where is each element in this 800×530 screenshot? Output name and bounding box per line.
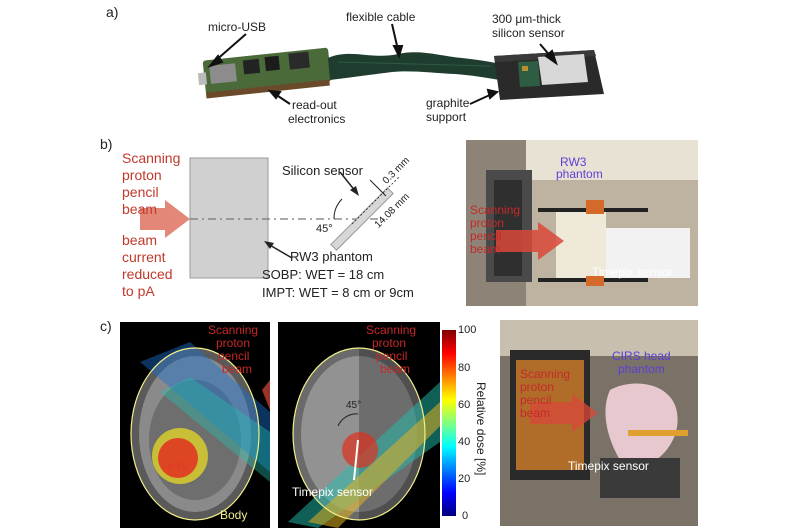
label-sensor-line2: silicon sensor bbox=[492, 26, 565, 40]
silicon-sensor-label: Silicon sensor bbox=[282, 163, 363, 178]
phantom-pointer-head bbox=[264, 241, 274, 249]
sensor-pointer-head bbox=[350, 186, 359, 196]
length-mark bbox=[351, 175, 401, 225]
current-label-line1: beam bbox=[122, 232, 158, 248]
colorbar-label: Relative dose [%] bbox=[474, 382, 488, 476]
photo-c-timepix-label: Timepix sensor bbox=[568, 459, 649, 473]
readout-board bbox=[197, 47, 332, 99]
impt-label: IMPT: WET = 8 cm or 9cm bbox=[262, 285, 414, 300]
body-label: Body bbox=[220, 508, 248, 522]
colorbar-tick-100: 100 bbox=[458, 324, 477, 336]
ct-left-beam-line2: proton bbox=[216, 336, 251, 350]
silicon-sensor bbox=[518, 54, 588, 87]
ct-left-beam-line3: pencil bbox=[218, 349, 250, 363]
label-flexible-cable: flexible cable bbox=[346, 10, 416, 24]
flexible-cable bbox=[328, 52, 500, 80]
ct-left-beam-line1: Scanning bbox=[208, 323, 259, 337]
phantom-pointer bbox=[267, 243, 293, 259]
label-sensor-line1: 300 μm-thick bbox=[492, 12, 561, 26]
photo-timepix-label: Timepix sensor bbox=[592, 265, 673, 279]
head-phantom-photo bbox=[500, 320, 698, 526]
beam-label-line3: pencil bbox=[122, 184, 159, 200]
ct-right-beam-line3: pencil bbox=[376, 349, 408, 363]
beam-label-line4: beam bbox=[122, 201, 158, 217]
ct-dose-right bbox=[278, 322, 440, 528]
photo-rw3-line1: RW3 bbox=[560, 155, 587, 169]
label-graphite-line2: support bbox=[426, 110, 467, 124]
beam-arrow bbox=[140, 200, 190, 238]
thickness-mark bbox=[369, 179, 387, 197]
phantom-label: RW3 phantom bbox=[290, 249, 373, 264]
photo-c-beam-line3: pencil bbox=[520, 393, 552, 407]
label-micro-usb: micro-USB bbox=[208, 20, 267, 34]
photo-rw3-line2: phantom bbox=[556, 167, 603, 181]
ct-right-angle-label: 45° bbox=[346, 400, 362, 411]
panel-c-letter: c) bbox=[100, 318, 112, 334]
colorbar-tick-40: 40 bbox=[458, 436, 471, 448]
ptv-label: PTV bbox=[168, 462, 190, 474]
angle-label: 45° bbox=[316, 223, 333, 235]
ct-right-beam-line1: Scanning bbox=[366, 323, 417, 337]
detector-photo bbox=[197, 23, 604, 105]
photo-c-beam-line1: Scanning bbox=[520, 367, 571, 381]
panel-a-letter: a) bbox=[106, 4, 119, 20]
rw3-phantom-block bbox=[189, 157, 269, 279]
photo-beam-line4: beam bbox=[470, 242, 501, 256]
sobp-label: SOBP: WET = 18 cm bbox=[262, 267, 385, 282]
label-readout-line1: read-out bbox=[292, 98, 337, 112]
current-label-line2: current bbox=[122, 249, 166, 265]
current-label-line3: reduced bbox=[122, 266, 173, 282]
ct-dose-left bbox=[120, 322, 270, 528]
colorbar-tick-60: 60 bbox=[458, 399, 471, 411]
photo-cirs-line2: phantom bbox=[618, 362, 665, 376]
silicon-sensor-schematic bbox=[330, 187, 394, 251]
photo-beam-line1: Scanning bbox=[470, 203, 521, 217]
colorbar-tick-80: 80 bbox=[458, 362, 471, 374]
beam-label-line1: Scanning bbox=[122, 150, 181, 166]
ct-right-beam-line2: proton bbox=[372, 336, 407, 350]
photo-cirs-line1: CIRS head bbox=[612, 349, 671, 363]
photo-beam-line2: proton bbox=[470, 216, 505, 230]
ct-left-beam-line4: beam bbox=[222, 362, 253, 376]
ct-right-beam-line4: beam bbox=[380, 362, 411, 376]
label-graphite-line1: graphite bbox=[426, 96, 470, 110]
label-readout-line2: electronics bbox=[288, 112, 346, 126]
angle-arc bbox=[333, 198, 343, 220]
ct-right-timepix-label: Timepix sensor bbox=[292, 485, 373, 499]
current-label-line4: to pA bbox=[122, 283, 155, 299]
colorbar-tick-0: 0 bbox=[462, 510, 469, 522]
panel-b-letter: b) bbox=[100, 136, 113, 152]
colorbar-tick-20: 20 bbox=[458, 473, 471, 485]
dose-colorbar bbox=[442, 330, 456, 516]
beam-label-line2: proton bbox=[122, 167, 162, 183]
panel-a-arrows bbox=[207, 23, 558, 105]
photo-c-beam-line4: beam bbox=[520, 406, 551, 420]
setup-photo bbox=[466, 140, 698, 306]
photo-beam-line3: pencil bbox=[470, 229, 502, 243]
setup-schematic bbox=[140, 157, 401, 279]
photo-c-beam-line2: proton bbox=[520, 380, 555, 394]
